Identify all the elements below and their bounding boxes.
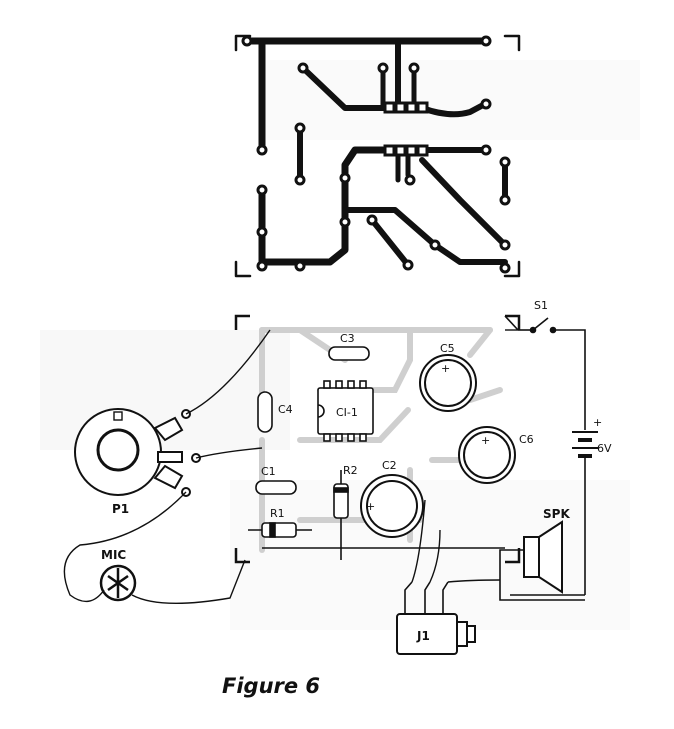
speaker-spk — [499, 520, 585, 601]
label-r2: R2 — [343, 464, 358, 477]
battery-6v: + — [572, 416, 602, 595]
svg-text:+: + — [593, 416, 602, 429]
label-battery: 6V — [597, 442, 612, 455]
capacitor-c4 — [257, 391, 273, 433]
scan-background — [40, 60, 640, 630]
label-c6: C6 — [519, 433, 534, 446]
label-p1: P1 — [112, 502, 129, 516]
switch-s1 — [504, 315, 586, 430]
capacitor-c6: + — [458, 426, 516, 484]
jack-j1 — [396, 581, 476, 655]
pcb-foil-layout — [234, 34, 521, 278]
svg-text:+: + — [366, 500, 375, 513]
capacitor-c2: + — [360, 474, 424, 538]
label-c1: C1 — [261, 465, 276, 478]
label-ci1: CI-1 — [336, 406, 358, 419]
label-c2: C2 — [382, 459, 397, 472]
label-j1: J1 — [416, 629, 430, 643]
svg-text:+: + — [481, 434, 490, 447]
label-c4: C4 — [278, 403, 293, 416]
wiring — [63, 329, 585, 605]
resistor-r2 — [333, 470, 349, 560]
capacitor-c5: + — [419, 354, 477, 412]
label-s1: S1 — [534, 299, 548, 312]
ic-ci1 — [317, 380, 374, 442]
label-spk: SPK — [543, 507, 570, 521]
svg-text:+: + — [441, 362, 450, 375]
capacitor-c3 — [328, 346, 370, 361]
label-c3: C3 — [340, 332, 355, 345]
potentiometer-p1 — [74, 408, 201, 497]
figure-caption: Figure 6 — [222, 674, 321, 698]
board-outline — [234, 314, 521, 564]
pcb-pads — [241, 35, 511, 274]
label-mic: MIC — [101, 548, 126, 562]
microphone-mic — [99, 564, 137, 602]
label-c5: C5 — [440, 342, 455, 355]
resistor-r1 — [248, 522, 312, 538]
label-r1: R1 — [270, 507, 285, 520]
capacitor-c1 — [255, 480, 297, 495]
